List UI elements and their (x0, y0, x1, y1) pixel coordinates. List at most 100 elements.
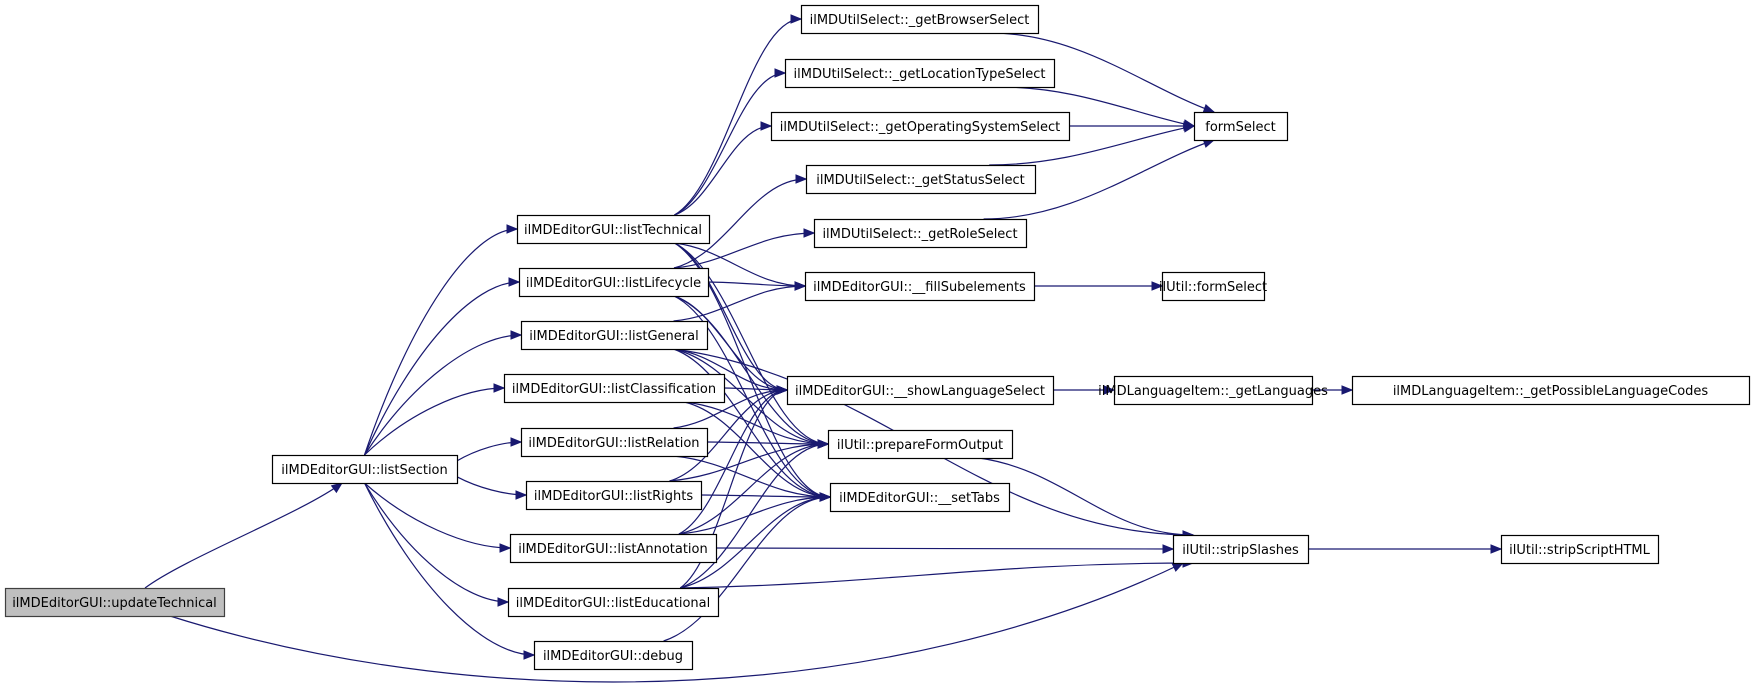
node-box (813, 218, 1028, 249)
node-box (804, 271, 1036, 302)
edge-line (169, 562, 1184, 683)
node-get-languages[interactable]: ilMDLanguageItem::_getLanguages (1098, 375, 1328, 406)
node-get-status-select[interactable]: ilMDUtilSelect::_getStatusSelect (805, 164, 1037, 195)
edge-line (364, 387, 505, 456)
node-il-util-form-select[interactable]: ilUtil::formSelect (1159, 271, 1267, 302)
edge-listSection-to-listGeneral (363, 330, 523, 456)
node-list-lifecycle[interactable]: ilMDEditorGUI::listLifecycle (518, 267, 710, 298)
edge-showLanguageSelect-to-getLanguages (1053, 385, 1116, 395)
node-box (516, 214, 711, 245)
edge-line (978, 457, 1194, 536)
node-show-language-select[interactable]: ilMDEditorGUI::__showLanguageSelect (786, 375, 1055, 406)
edge-line (715, 547, 1174, 550)
edge-line (363, 482, 535, 656)
node-update-technical[interactable]: ilMDEditorGUI::updateTechnical (4, 587, 226, 618)
edge-line (700, 494, 831, 498)
edge-listSection-to-listTechnical (363, 224, 519, 456)
arrowhead-icon (760, 121, 773, 131)
node-list-classification[interactable]: ilMDEditorGUI::listClassification (503, 373, 726, 404)
node-prepare-form-output[interactable]: ilUtil::prepareFormOutput (827, 429, 1014, 460)
node-label: ilMDLanguageItem::_getLanguages (1098, 384, 1328, 399)
node-label: ilUtil::stripSlashes (1182, 543, 1299, 558)
node-strip-slashes[interactable]: ilUtil::stripSlashes (1172, 534, 1310, 565)
edge-getStatusSelect-to-formSelect (989, 123, 1196, 166)
node-label: formSelect (1205, 120, 1275, 135)
edge-line (983, 139, 1215, 220)
edge-listLifecycle-to-getRoleSelect (673, 228, 816, 269)
edge-line (673, 348, 829, 445)
edge-line (679, 389, 788, 589)
node-label: ilMDUtilSelect::_getStatusSelect (816, 173, 1025, 188)
edge-line (669, 443, 829, 482)
node-form-select[interactable]: formSelect (1193, 111, 1289, 142)
edge-listSection-to-listRelation (456, 437, 523, 462)
node-list-educational[interactable]: ilMDEditorGUI::listEducational (507, 587, 720, 618)
edge-line (363, 482, 509, 603)
edge-line (669, 389, 788, 482)
node-label: ilMDEditorGUI::__showLanguageSelect (795, 384, 1045, 399)
arrowhead-icon (1151, 281, 1164, 291)
node-list-annotation[interactable]: ilMDEditorGUI::listAnnotation (509, 533, 718, 564)
edge-line (673, 455, 831, 498)
node-strip-script-h-t-m-l[interactable]: ilUtil::stripScriptHTML (1500, 534, 1660, 565)
arrowhead-icon (506, 224, 519, 234)
edge-listLifecycle-to-fillSubelements (707, 281, 807, 291)
arrowhead-icon (330, 482, 344, 494)
node-list-technical[interactable]: ilMDEditorGUI::listTechnical (516, 214, 711, 245)
edge-listSection-to-listClassification (364, 383, 506, 456)
edge-listTechnical-to-getBrowserSelect (674, 14, 803, 216)
node-label: ilUtil::formSelect (1159, 280, 1267, 295)
node-box (770, 111, 1071, 142)
edge-getLanguages-to-getPossibleLanguageCodes (1312, 385, 1354, 395)
node-box (805, 164, 1037, 195)
edge-line (680, 496, 831, 589)
edge-line (144, 482, 343, 589)
edge-line (684, 401, 831, 498)
edge-stripSlashes-to-stripScriptHTML (1308, 544, 1503, 554)
edge-updateTechnical-to-listSection (144, 482, 344, 589)
edge-line (674, 242, 806, 287)
node-get-role-select[interactable]: ilMDUtilSelect::_getRoleSelect (813, 218, 1028, 249)
edge-listEducational-to-stripSlashes (680, 558, 1195, 589)
arrowhead-icon (795, 174, 808, 184)
node-label: ilMDLanguageItem::_getPossibleLanguageCo… (1393, 384, 1709, 399)
node-box (4, 587, 226, 618)
node-list-section[interactable]: ilMDEditorGUI::listSection (271, 454, 459, 485)
node-box (503, 373, 726, 404)
node-get-browser-select[interactable]: ilMDUtilSelect::_getBrowserSelect (800, 4, 1040, 35)
node-get-operating-system-select[interactable]: ilMDUtilSelect::_getOperatingSystemSelec… (770, 111, 1071, 142)
node-debug[interactable]: ilMDEditorGUI::debug (533, 640, 694, 671)
node-list-rights[interactable]: ilMDEditorGUI::listRights (525, 480, 703, 511)
node-label: ilMDUtilSelect::_getRoleSelect (822, 227, 1017, 242)
arrowhead-icon (515, 490, 528, 500)
node-fill-subelements[interactable]: ilMDEditorGUI::__fillSubelements (804, 271, 1036, 302)
edge-line (673, 389, 788, 429)
node-get-location-type-select[interactable]: ilMDUtilSelect::_getLocationTypeSelect (784, 58, 1056, 89)
node-get-possible-language-codes[interactable]: ilMDLanguageItem::_getPossibleLanguageCo… (1351, 375, 1751, 406)
node-box (525, 480, 703, 511)
node-set-tabs[interactable]: ilMDEditorGUI::__setTabs (829, 482, 1011, 513)
arrowhead-icon (499, 543, 512, 553)
node-box (1113, 375, 1314, 406)
arrowhead-icon (1171, 562, 1185, 572)
edge-listAnnotation-to-stripSlashes (715, 544, 1175, 554)
node-label: ilMDEditorGUI::listAnnotation (518, 542, 708, 557)
arrowhead-icon (523, 650, 536, 660)
node-label: ilMDEditorGUI::__setTabs (839, 491, 1000, 506)
node-label: ilMDEditorGUI::listSection (281, 463, 448, 478)
edge-listSection-to-listRights (456, 476, 528, 500)
arrowhead-icon (776, 385, 789, 395)
node-list-general[interactable]: ilMDEditorGUI::listGeneral (520, 320, 709, 351)
edge-line (706, 441, 829, 445)
edge-fillSubelements-to-ilUtilFormSelect (1033, 281, 1164, 291)
edge-line (679, 443, 829, 589)
node-box (520, 320, 709, 351)
nodes-layer: ilMDEditorGUI::updateTechnicalilMDEditor… (4, 4, 1751, 671)
edge-line (1000, 86, 1195, 127)
edge-line (674, 125, 772, 216)
edge-listEducational-to-prepareFormOutput (679, 439, 830, 589)
node-list-relation[interactable]: ilMDEditorGUI::listRelation (520, 427, 709, 458)
edge-getOperatingSystemSelect-to-formSelect (1069, 121, 1196, 131)
arrowhead-icon (1162, 544, 1175, 554)
edge-line (990, 32, 1215, 113)
